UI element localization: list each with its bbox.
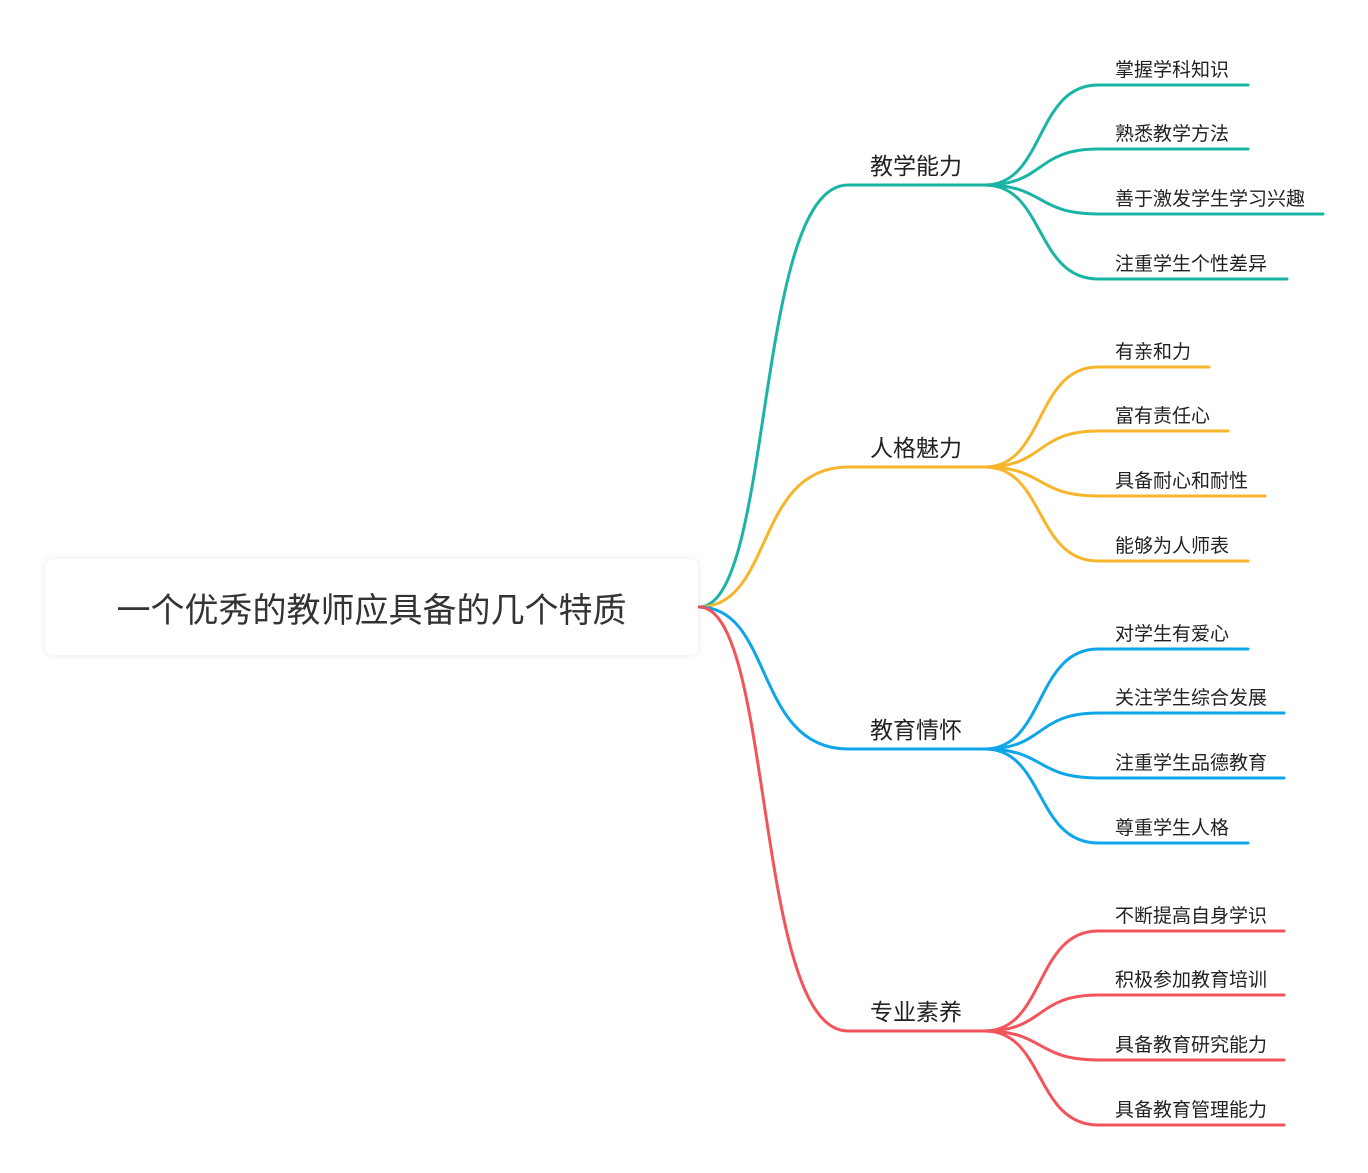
leaf-node[interactable]: 不断提高自身学识 [1115,905,1268,927]
branch-node-personal-charm[interactable]: 人格魅力 [870,436,962,462]
leaf-connector [983,993,1286,1033]
leaf-node[interactable]: 熟悉教学方法 [1115,123,1230,145]
leaf-connector [983,747,1286,780]
leaf-connector [983,365,1211,469]
branch-node-education-passion[interactable]: 教育情怀 [870,718,962,744]
leaf-connector [983,711,1286,751]
leaf-connector [983,465,1250,563]
leaf-node[interactable]: 具备教育管理能力 [1115,1099,1268,1121]
branch-node-teaching-ability[interactable]: 教学能力 [870,154,962,180]
leaf-connector [983,929,1286,1033]
branch-connector [697,605,987,1033]
leaf-node[interactable]: 富有责任心 [1115,405,1211,427]
leaf-node[interactable]: 具备耐心和耐性 [1115,470,1249,492]
leaf-connector [983,183,1289,281]
leaf-connector [983,647,1250,751]
leaf-node[interactable]: 积极参加教育培训 [1115,969,1268,991]
branch-node-professional-quality[interactable]: 专业素养 [870,1000,962,1026]
leaf-connector [983,429,1230,469]
leaf-connector [983,747,1250,845]
leaf-node[interactable]: 尊重学生人格 [1115,817,1230,839]
leaf-connector [983,465,1267,498]
leaf-connector [983,1029,1286,1062]
leaf-node[interactable]: 注重学生个性差异 [1115,253,1268,275]
root-title: 一个优秀的教师应具备的几个特质 [116,590,627,631]
leaf-node[interactable]: 善于激发学生学习兴趣 [1115,188,1306,210]
leaf-node[interactable]: 具备教育研究能力 [1115,1034,1268,1056]
leaf-connector [983,83,1250,187]
leaf-connector [983,147,1250,187]
branch-connector [697,605,987,751]
leaf-node[interactable]: 能够为人师表 [1115,535,1230,557]
leaf-node[interactable]: 有亲和力 [1115,341,1192,363]
leaf-connector [983,183,1325,216]
root-node[interactable]: 一个优秀的教师应具备的几个特质 [45,559,698,655]
leaf-node[interactable]: 掌握学科知识 [1115,59,1230,81]
branch-connector [697,465,987,609]
leaf-connector [983,1029,1286,1127]
leaf-node[interactable]: 关注学生综合发展 [1115,687,1268,709]
leaf-node[interactable]: 注重学生品德教育 [1115,752,1268,774]
leaf-node[interactable]: 对学生有爱心 [1115,623,1230,645]
branch-connector [697,183,987,609]
